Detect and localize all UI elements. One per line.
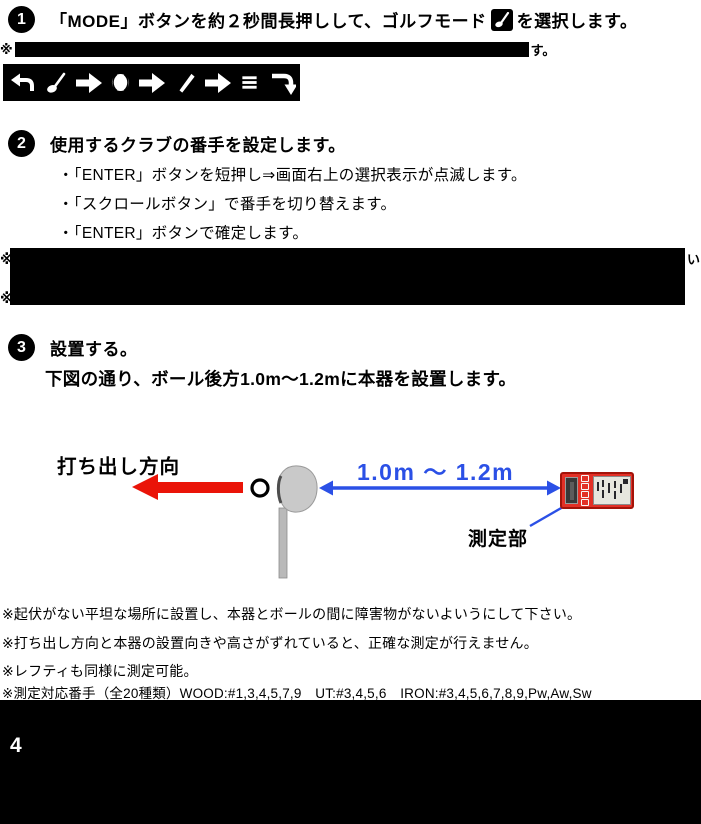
launch-direction-label: 打ち出し方向 [57, 456, 181, 478]
step1-note: ※ す。 [0, 40, 555, 59]
step3-badge: 3 [8, 334, 35, 361]
note-asterisk: ※ [0, 41, 13, 57]
return-arrow-icon [268, 69, 296, 97]
step1-header: 1 「MODE」ボタンを約２秒間長押しして、ゴルフモード を選択します。 [8, 6, 637, 33]
red-arrow-head [132, 474, 158, 500]
device-display [593, 476, 631, 505]
redacted-note-visible-end: い [687, 252, 701, 267]
device-button [581, 483, 589, 490]
page-footer: 4 [0, 700, 701, 824]
device-button [581, 499, 589, 506]
redacted-text-bar [14, 42, 529, 57]
step2-bullet-3: ・「ENTER」ボタンで確定します。 [58, 225, 309, 242]
device-button [581, 491, 589, 498]
club-shaft [278, 507, 288, 579]
return-left-arrow-icon [10, 70, 36, 96]
step1-text-before: 「MODE」ボタンを約２秒間長押しして、ゴルフモード [50, 12, 487, 31]
golf-mode-icon [490, 8, 513, 31]
right-arrow-icon [76, 72, 102, 93]
page-number: 4 [10, 734, 22, 757]
step2-title: 使用するクラブの番手を設定します。 [50, 136, 346, 155]
bat-icon [174, 72, 196, 94]
distance-arrow-right-head [547, 480, 561, 496]
menu-icon [240, 73, 259, 92]
sensor-pointer-line [529, 505, 564, 528]
baseball-icon [111, 73, 130, 92]
note-visible-end: す。 [530, 43, 556, 58]
red-arrow-body [156, 482, 243, 493]
step3-title: 設置する。 [50, 340, 138, 359]
step1-text-after: を選択します。 [516, 12, 638, 31]
diagram-graphics [132, 465, 564, 579]
setup-diagram: 打ち出し方向 1.0m ～ 1.2m 測定部 [0, 420, 701, 605]
distance-label: 1.0m ～ 1.2m [357, 459, 515, 485]
step3-instruction: 下図の通り、ボール後方1.0m～1.2mに本器を設置します。 [45, 369, 517, 389]
sensor-window [565, 477, 578, 504]
redacted-text-block [10, 248, 685, 305]
footnote-2: ※打ち出し方向と本器の設置向きや高さがずれていると、正確な測定が行えません。 [2, 635, 538, 651]
sensor-slit [570, 482, 574, 500]
step2-header: 2 使用するクラブの番手を設定します。 [8, 130, 346, 157]
golf-club-icon [45, 72, 67, 94]
device-buttons [581, 475, 589, 506]
measuring-device [560, 472, 634, 509]
right-arrow-icon [205, 72, 231, 93]
step2-bullet-2: ・「スクロールボタン」で番手を切り替えます。 [58, 196, 397, 213]
distance-arrow-left-head [319, 480, 333, 496]
step3-header: 3 設置する。 [8, 334, 138, 361]
step1-badge: 1 [8, 6, 35, 33]
mode-cycle-banner [3, 64, 300, 101]
step2-badge: 2 [8, 130, 35, 157]
footnote-1: ※起伏がない平坦な場所に設置し、本器とボールの間に障害物がないよいうにして下さい… [2, 606, 582, 622]
device-button [581, 475, 589, 482]
step2-bullet-1: ・「ENTER」ボタンを短押し⇒画面右上の選択表示が点滅します。 [58, 167, 527, 184]
right-arrow-icon [139, 72, 165, 93]
golf-ball [250, 478, 270, 498]
club-head [277, 465, 318, 513]
step1-instruction: 「MODE」ボタンを約２秒間長押しして、ゴルフモード を選択します。 [50, 7, 637, 32]
sensor-part-label: 測定部 [468, 529, 529, 550]
footnote-3: ※レフティも同様に測定可能。 [2, 663, 198, 679]
club-face-edge [276, 475, 283, 504]
footnote-4: ※測定対応番手（全20種類）WOOD:#1,3,4,5,7,9 UT:#3,4,… [2, 686, 592, 701]
